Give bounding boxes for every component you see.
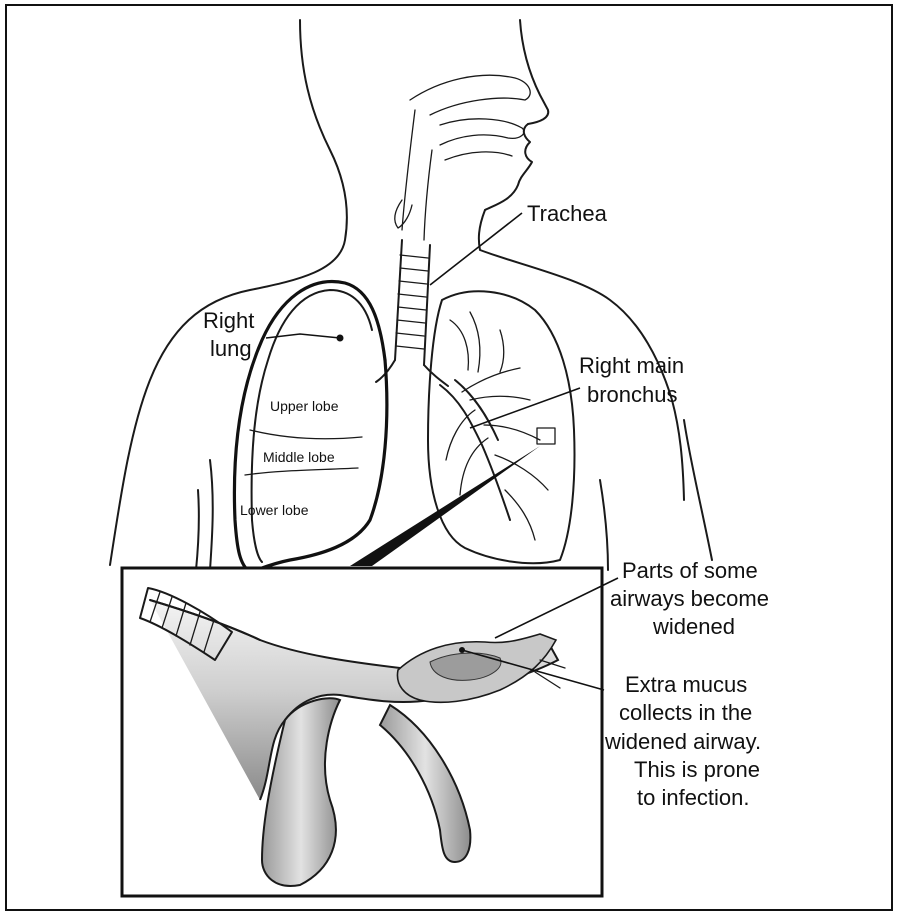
label-right-lung-line2: lung [210, 336, 252, 361]
inset-panel [122, 568, 602, 896]
label-mucus-line3: widened airway. [604, 729, 761, 754]
label-middle-lobe: Middle lobe [263, 449, 335, 465]
label-mucus-line5: to infection. [637, 785, 750, 810]
label-upper-lobe: Upper lobe [270, 398, 339, 414]
label-trachea: Trachea [527, 201, 608, 226]
label-mucus-line1: Extra mucus [625, 672, 747, 697]
label-right-main-bronchus-line2: bronchus [587, 382, 678, 407]
label-mucus-line2: collects in the [619, 700, 752, 725]
label-widened-line1: Parts of some [622, 558, 758, 583]
label-widened-line2: airways become [610, 586, 769, 611]
label-widened-line3: widened [652, 614, 735, 639]
label-lower-lobe: Lower lobe [240, 502, 309, 518]
label-mucus-line4: This is prone [634, 757, 760, 782]
label-right-lung-line1: Right [203, 308, 254, 333]
label-right-main-bronchus-line1: Right main [579, 353, 684, 378]
